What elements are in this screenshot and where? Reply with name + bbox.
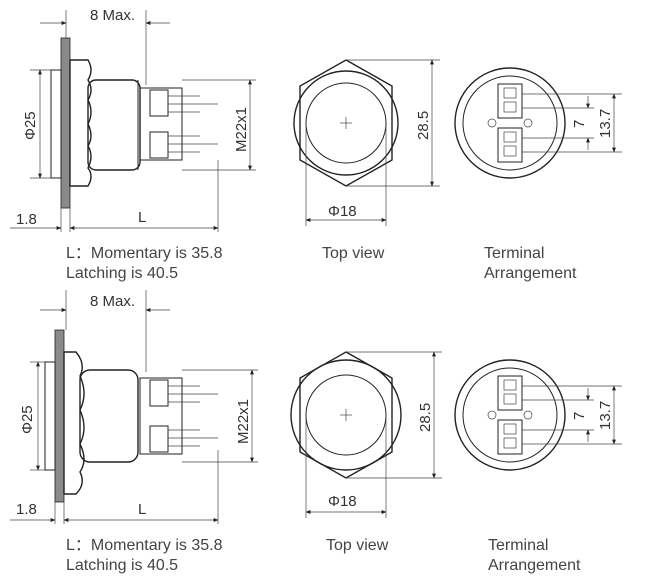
outer-pitch-label: 13.7: [597, 401, 614, 430]
max-dimension-label: 8 Max.: [90, 293, 135, 310]
height-label: 28.5: [417, 403, 434, 432]
terminal-caption-line2: Arrangement: [484, 265, 577, 282]
terminal-lower: [497, 419, 523, 455]
diameter-label: Φ25: [19, 405, 36, 434]
side-view-1: 8 Max. Φ25: [10, 7, 256, 282]
bezel-outer-circle: [290, 359, 402, 471]
inner-pitch-label: 7: [571, 412, 588, 420]
top-view-2: 28.5 Φ18 Top view: [290, 351, 442, 554]
top-view-caption: Top view: [322, 245, 385, 262]
length-note-line1: L：Momentary is 35.8: [66, 245, 223, 262]
top-diameter-label: Φ18: [328, 203, 357, 220]
terminal-view-1: 7 13.7 Terminal Arrangement: [454, 67, 622, 282]
terminal-caption-line2: Arrangement: [488, 557, 581, 574]
thread-label: M22x1: [233, 107, 250, 152]
button-circle: [305, 374, 387, 456]
side-view-2: 8 Max. Φ25 M22x1: [10, 290, 258, 574]
switch-body: [87, 79, 141, 171]
bezel-outer-circle: [293, 70, 399, 176]
plate-thickness-label: 1.8: [16, 211, 37, 228]
plate-thickness-label: 1.8: [16, 501, 37, 518]
terminal-view-2: 7 13.7 Terminal Arrangement: [454, 359, 622, 574]
top-diameter-label: Φ18: [328, 493, 357, 510]
terminal-caption-line1: Terminal: [488, 537, 548, 554]
length-note-line2: Latching is 40.5: [66, 265, 178, 282]
thread-label: M22x1: [235, 399, 252, 444]
terminal-lower: [497, 127, 523, 163]
diameter-label: Φ25: [22, 111, 39, 140]
inner-pitch-label: 7: [571, 120, 588, 128]
terminal-caption-line1: Terminal: [484, 245, 544, 262]
length-note-line2: Latching is 40.5: [66, 557, 178, 574]
top-view-1: 28.5 Φ18 Top view: [293, 59, 440, 262]
height-label: 28.5: [415, 111, 432, 140]
length-label: L: [138, 501, 146, 518]
length-note-line1: L：Momentary is 35.8: [66, 537, 223, 554]
top-view-caption: Top view: [326, 537, 389, 554]
terminal-upper: [497, 83, 523, 119]
mounting-plate: [54, 329, 65, 503]
bezel: [63, 351, 85, 495]
switch-body: [79, 369, 139, 463]
panel-2: 8 Max. Φ25 M22x1: [10, 290, 622, 574]
max-dimension-label: 8 Max.: [90, 7, 135, 24]
length-label: L: [138, 209, 146, 226]
outer-pitch-label: 13.7: [597, 109, 614, 138]
mounting-plate: [60, 37, 71, 209]
panel-1: 8 Max. Φ25: [10, 7, 622, 282]
terminal-upper: [497, 375, 523, 411]
button-circle: [305, 82, 387, 164]
